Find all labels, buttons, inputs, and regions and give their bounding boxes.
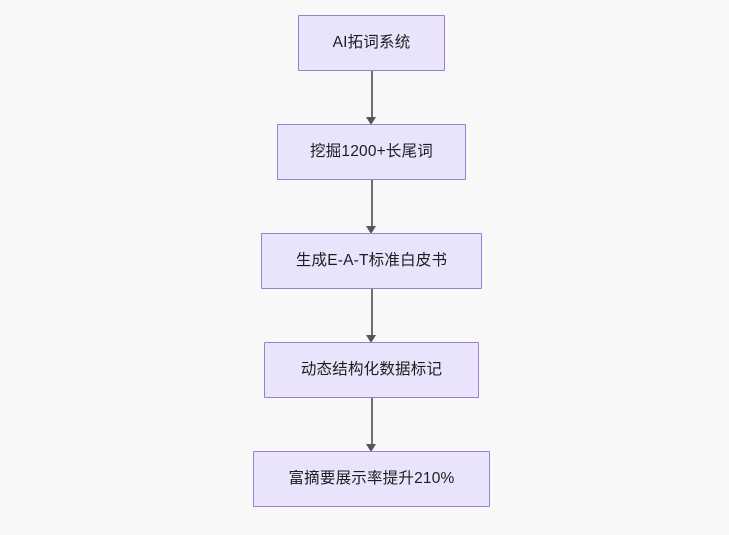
edge-line <box>371 289 373 338</box>
edge-line <box>371 398 373 447</box>
edge-node1-node2 <box>366 71 377 125</box>
arrowhead-icon <box>366 335 377 343</box>
flow-node-generate-eat-whitepaper[interactable]: 生成E-A-T标准白皮书 <box>261 233 482 289</box>
edge-node3-node4 <box>366 289 377 343</box>
arrowhead-icon <box>366 226 377 234</box>
flow-node-ai-keyword-system[interactable]: AI拓词系统 <box>298 15 445 71</box>
edge-node4-node5 <box>366 398 377 452</box>
node-label: 挖掘1200+长尾词 <box>309 142 434 160</box>
node-label: 富摘要展示率提升210% <box>288 469 455 487</box>
arrowhead-icon <box>366 117 377 125</box>
node-label: 动态结构化数据标记 <box>300 360 443 378</box>
edge-line <box>371 180 373 229</box>
arrowhead-icon <box>366 444 377 452</box>
flow-node-rich-snippet-impression-uplift[interactable]: 富摘要展示率提升210% <box>253 451 490 507</box>
edge-node2-node3 <box>366 180 377 234</box>
node-label: 生成E-A-T标准白皮书 <box>295 251 448 269</box>
edge-line <box>371 71 373 120</box>
node-label: AI拓词系统 <box>332 33 411 51</box>
flow-node-mine-longtail-keywords[interactable]: 挖掘1200+长尾词 <box>277 124 466 180</box>
flow-node-dynamic-structured-data-markup[interactable]: 动态结构化数据标记 <box>264 342 479 398</box>
